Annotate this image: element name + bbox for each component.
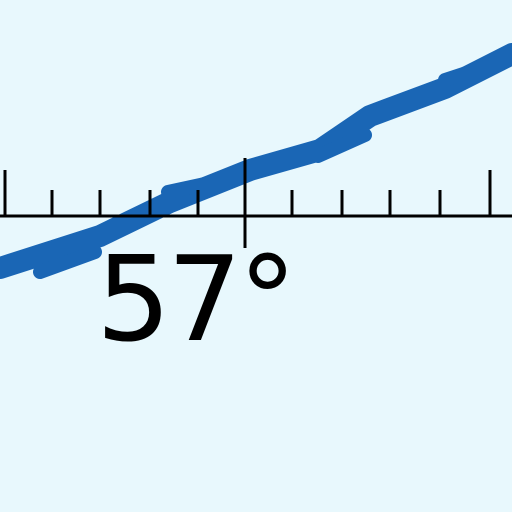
heading-band-step-2 [161, 177, 212, 199]
heading-band-step-4 [438, 55, 507, 87]
heading-band [0, 43, 512, 279]
ruler-ticks [3, 170, 492, 216]
heading-band-line [0, 43, 512, 279]
heading-band-step-1 [33, 245, 102, 279]
angle-readout: 57° [96, 230, 297, 368]
heading-band-step-3 [311, 128, 372, 163]
